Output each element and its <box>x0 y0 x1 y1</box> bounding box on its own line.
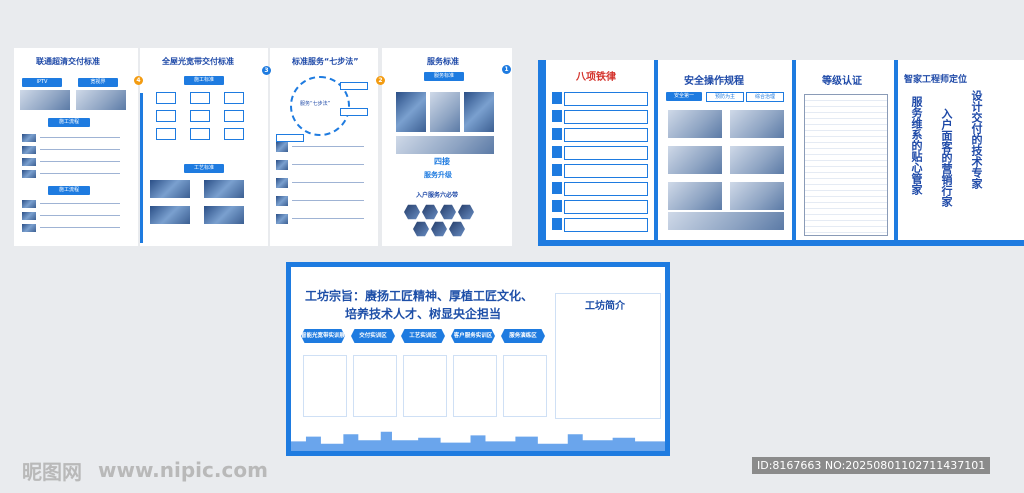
photo <box>204 206 244 224</box>
position-col-2: 入户面客的营销行家 <box>940 108 953 207</box>
box-iptv: IPTV <box>22 78 62 87</box>
hex-photo <box>404 204 420 220</box>
intro-card <box>555 293 661 419</box>
panel-title: 联通超清交付标准 <box>36 57 100 66</box>
photo <box>464 92 494 132</box>
panel-number-badge: 2 <box>376 76 385 85</box>
workshop-heading-line1: 工坊宗旨：赓扬工匠精神、厚植工匠文化、 <box>305 289 534 303</box>
photo <box>430 92 460 132</box>
step-photo <box>22 212 36 220</box>
seven-step-center-label: 服务“七步法” <box>300 101 331 107</box>
service-upgrade-label: 服务升级 <box>424 171 452 179</box>
six-must-bring-label: 入户服务六必带 <box>416 192 459 199</box>
step-photo <box>22 170 36 178</box>
tab-service-drill: 服务演练区 <box>501 329 545 343</box>
position-col-1: 服务维系的贴心管家 <box>910 96 923 195</box>
tab-prevention: 预防为主 <box>706 92 744 102</box>
panel-title: 全屋光宽带交付标准 <box>162 57 234 66</box>
photo <box>276 214 288 224</box>
panel-uhd-standard: 联通超清交付标准 IPTV 宽视界 施工流程 施工流程 <box>14 48 138 246</box>
step-photo <box>22 158 36 166</box>
tab-delivery-training: 交付实训区 <box>351 329 395 343</box>
step-photo <box>22 146 36 154</box>
cert-table <box>804 94 888 236</box>
panel-title: 服务标准 <box>427 57 459 66</box>
workshop-panel: 工坊宗旨：赓扬工匠精神、厚植工匠文化、 培养技术人才、树显央企担当 智能光宽带实… <box>286 262 670 456</box>
service-standard-badge: 服务标准 <box>424 72 464 81</box>
watermark-site-name: 昵图网 <box>22 460 82 484</box>
photo <box>276 178 288 188</box>
tab-safety-first: 安全第一 <box>666 92 702 101</box>
tab-craft-training: 工艺实训区 <box>401 329 445 343</box>
panel-fiber-standard: 4 全屋光宽带交付标准 施工标准 工艺标准 <box>134 48 268 246</box>
photo <box>396 92 426 132</box>
city-skyline <box>291 431 665 451</box>
panel-number-badge: 4 <box>134 76 143 85</box>
safety-procedure-title: 安全操作规程 <box>684 76 744 87</box>
hex-photo <box>458 204 474 220</box>
intro-title: 工坊简介 <box>585 301 625 312</box>
zone-card <box>353 355 397 417</box>
step-photo <box>22 200 36 208</box>
panel-rules-wall: 1 八项铁律 安全操作规程 安全第一 预防为主 综合治理 等级认证 智家工程师定… <box>502 60 1024 246</box>
engineer-position-title: 智家工程师定位 <box>904 75 968 85</box>
photo <box>150 180 190 198</box>
box-wide-view: 宽视界 <box>78 78 118 87</box>
hex-photo <box>449 221 465 237</box>
zone-card <box>453 355 497 417</box>
tab-smart-broadband: 智能光宽带实训展示区 <box>301 329 345 343</box>
eight-rules-title: 八项铁律 <box>576 72 616 83</box>
zone-card <box>403 355 447 417</box>
hex-photo <box>431 221 447 237</box>
step-photo <box>22 224 36 232</box>
diagram-image <box>76 90 126 110</box>
photo <box>396 136 494 154</box>
four-connect-label: 四接 <box>434 157 450 166</box>
section-construction-flow-2: 施工流程 <box>48 186 90 195</box>
photo <box>150 206 190 224</box>
panel-title: 标准服务“七步法” <box>292 57 359 66</box>
hex-photo <box>440 204 456 220</box>
panel-number-badge: 3 <box>262 66 271 75</box>
photo <box>276 142 288 152</box>
panel-service-standard: 2 服务标准 服务标准 四接 服务升级 入户服务六必带 <box>376 48 512 246</box>
watermark-url: www.nipic.com <box>98 458 268 482</box>
tab-customer-service: 客户服务实训区 <box>451 329 495 343</box>
photo <box>276 160 288 170</box>
zone-card <box>503 355 547 417</box>
panel-seven-steps: 3 标准服务“七步法” 服务“七步法” <box>262 48 378 246</box>
hex-photo <box>413 221 429 237</box>
grade-cert-title: 等级认证 <box>822 76 862 87</box>
photo <box>276 196 288 206</box>
section-construction-standard: 施工标准 <box>184 76 224 85</box>
photo <box>204 180 244 198</box>
tab-comprehensive: 综合治理 <box>746 92 784 102</box>
seven-step-ring <box>290 76 350 136</box>
hex-photo <box>422 204 438 220</box>
step-photo <box>22 134 36 142</box>
panel-number-badge: 1 <box>502 65 511 74</box>
workshop-heading-line2: 培养技术人才、树显央企担当 <box>345 307 502 321</box>
diagram-image <box>20 90 70 110</box>
watermark-id: ID:8167663 NO:20250801102711437101 <box>752 457 991 474</box>
section-craft-standard: 工艺标准 <box>184 164 224 173</box>
zone-card <box>303 355 347 417</box>
position-col-3: 设计交付的技术专家 <box>970 90 983 189</box>
section-construction-flow: 施工流程 <box>48 118 90 127</box>
